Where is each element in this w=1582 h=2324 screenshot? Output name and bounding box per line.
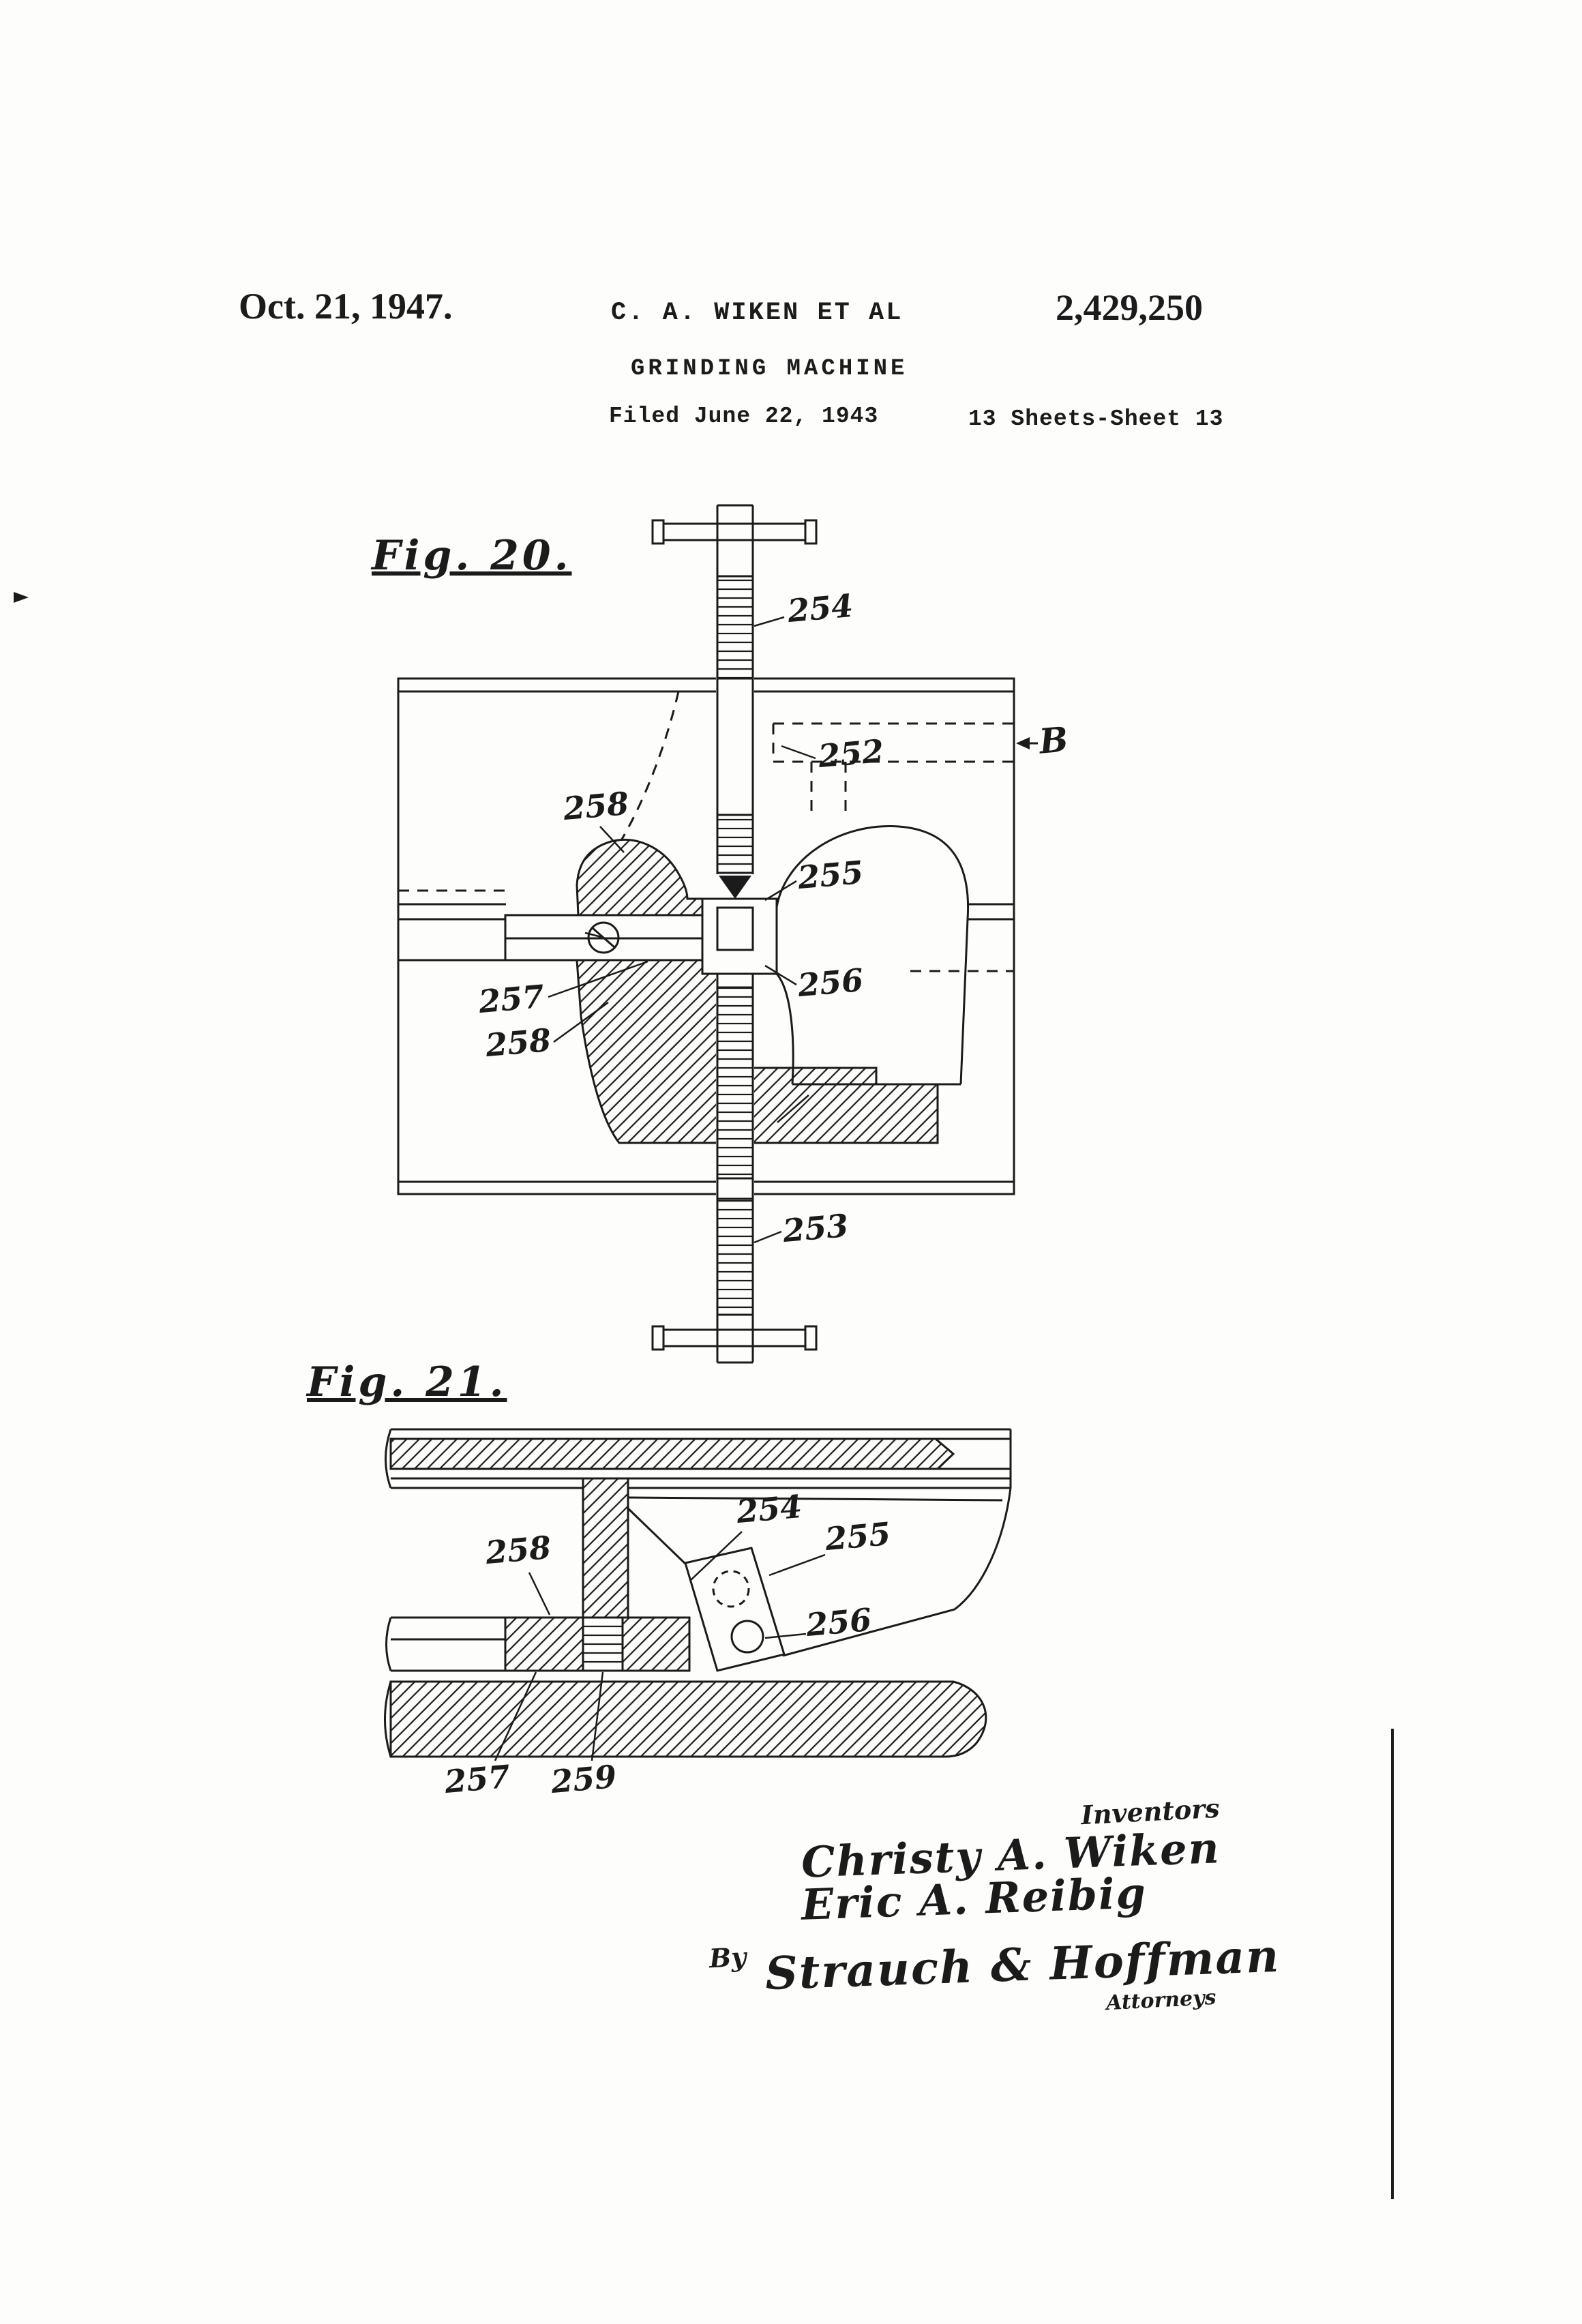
header-authors: C. A. WIKEN ET AL <box>611 299 904 327</box>
fig21-label: Fig. 21. <box>307 1358 507 1406</box>
fig20-label: Fig. 20. <box>372 532 572 580</box>
scan-line-artifact <box>1391 1729 1394 2199</box>
fig21-leader-lines <box>494 1531 826 1761</box>
header-filed-date: Filed June 22, 1943 <box>609 404 879 429</box>
margin-mark-artifact <box>14 592 29 603</box>
header-patent-number: 2,429,250 <box>1056 287 1203 328</box>
fig20-leader-lines <box>548 616 816 1244</box>
header-sheet-info: 13 Sheets-Sheet 13 <box>968 406 1224 432</box>
header-date: Oct. 21, 1947. <box>239 286 453 327</box>
header-title: GRINDING MACHINE <box>631 356 908 382</box>
scan-artifacts <box>14 592 1394 2199</box>
fig20-drawing <box>397 504 1038 1364</box>
fig21-drawing <box>384 1428 1012 1761</box>
